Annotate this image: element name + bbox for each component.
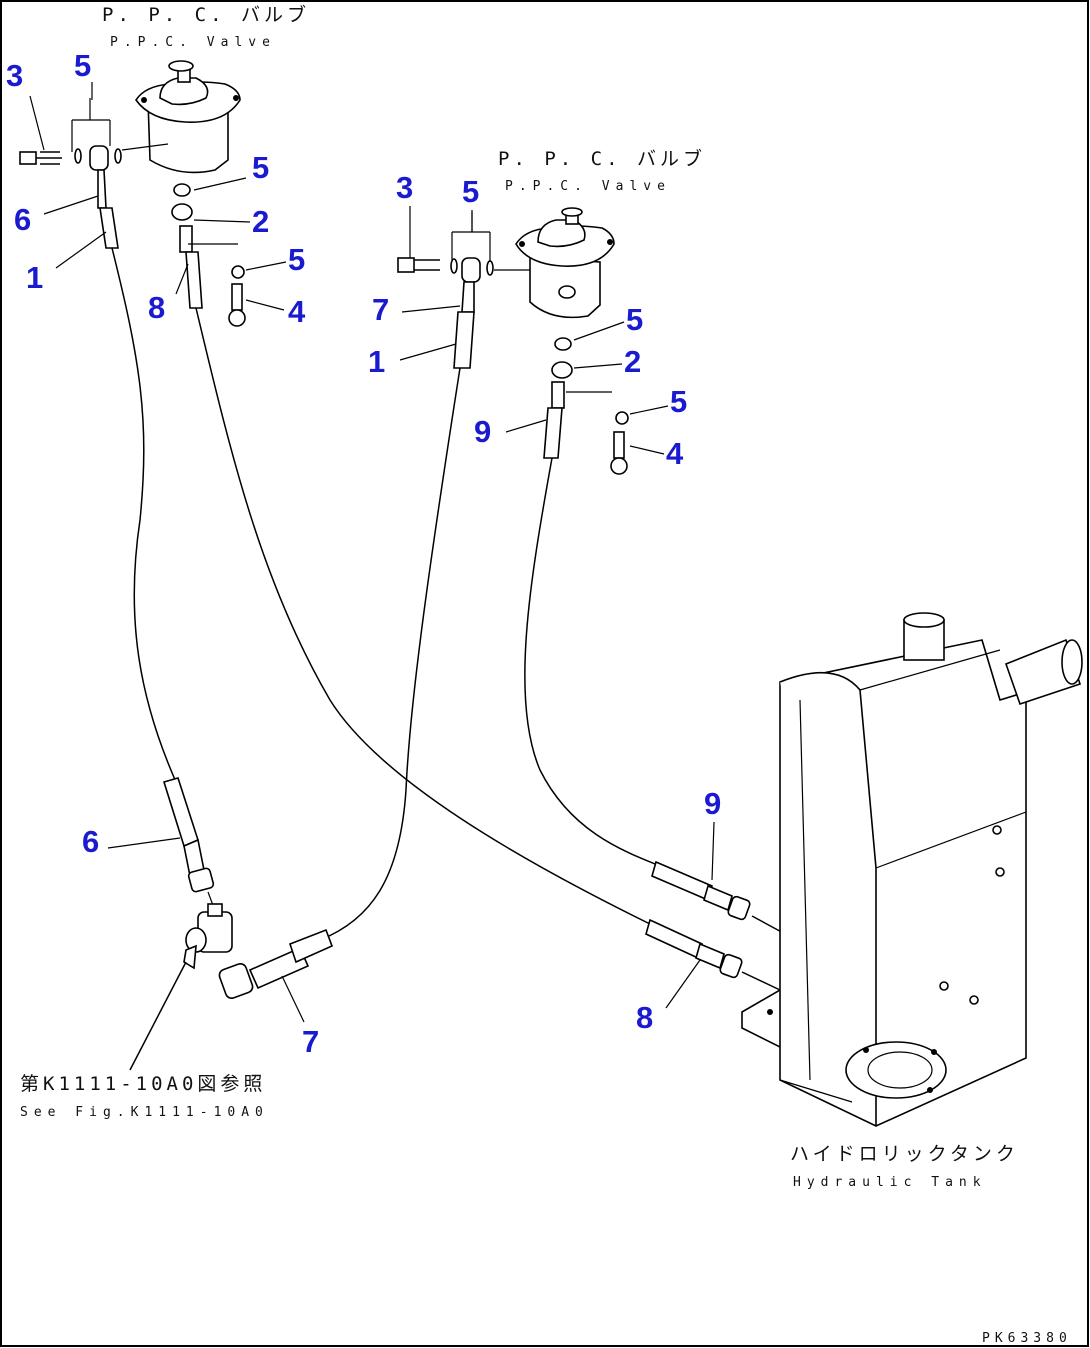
callout-7-right: 7	[372, 292, 389, 327]
ppc-valve-right	[515, 207, 615, 319]
callout-5-right-top: 5	[462, 174, 479, 209]
callout-5-right-lower: 5	[670, 384, 687, 419]
hose-6-upper-end	[97, 169, 107, 209]
callout-5-left-seal: 5	[252, 150, 269, 185]
figure-reference-en: See Fig.K1111-10A0	[20, 1105, 269, 1120]
ppc-valve-label-en-right: P.P.C. Valve	[505, 179, 671, 194]
hose-8-tank-end	[645, 918, 703, 960]
hose-route-8	[195, 307, 651, 925]
callout-3-left: 3	[6, 58, 23, 93]
hose-7-elbow	[218, 963, 254, 999]
callout-9-right: 9	[474, 414, 491, 449]
callout-3-right: 3	[396, 170, 413, 205]
hydraulic-tank-label-jp: ハイドロリックタンク	[790, 1143, 1019, 1165]
washer-left-top	[74, 148, 82, 164]
seal-left-2	[231, 265, 245, 279]
leader-lines	[29, 82, 715, 1023]
washer-left-top-2	[114, 148, 122, 164]
bolt-right-vertical	[613, 431, 625, 459]
bolt-left-vertical	[231, 283, 243, 311]
eye-joint-left	[89, 145, 109, 171]
hydraulic-tank-label-en: Hydraulic Tank	[793, 1175, 987, 1190]
seal-right-1	[554, 337, 572, 351]
tank-side-pipe	[1004, 638, 1082, 706]
eye-fitting-right	[551, 361, 573, 379]
eye-joint-right	[461, 257, 481, 283]
callout-5-left-top: 5	[74, 48, 91, 83]
callout-1-right: 1	[368, 344, 385, 379]
callout-6-left: 6	[14, 202, 31, 237]
bolt-left	[19, 151, 37, 165]
callout-5-right-seal: 5	[626, 302, 643, 337]
reference-leader	[129, 961, 187, 1071]
hose-6-lower-end	[162, 777, 199, 848]
callout-7-lower: 7	[302, 1024, 319, 1059]
callout-8-tank: 8	[636, 1000, 653, 1035]
callout-4-right: 4	[666, 436, 684, 471]
ppc-valve-label-jp-left: P. P. C. バルブ	[102, 3, 310, 26]
callout-6-lower: 6	[82, 824, 99, 859]
figure-reference-jp: 第K1111-10A0図参照	[20, 1073, 266, 1095]
callout-5-left-lower: 5	[288, 242, 305, 277]
callout-2-right: 2	[624, 344, 641, 379]
ppc-valve-left	[135, 60, 241, 174]
seal-right-2	[615, 411, 629, 425]
hydraulic-tank	[779, 612, 1083, 1127]
hose-route-1-7-right	[319, 367, 461, 941]
hose-route-1-6-left	[111, 247, 177, 783]
hose-9-tank-end	[651, 860, 713, 902]
eye-fitting-left	[171, 203, 193, 221]
callout-9-tank: 9	[704, 786, 721, 821]
hose-7-lower-end	[289, 928, 334, 964]
callout-2-left: 2	[252, 204, 269, 239]
callout-8-left: 8	[148, 290, 165, 325]
hose-route-9	[524, 457, 661, 867]
drawing-code: PK63380	[982, 1331, 1072, 1346]
seal-left-1	[173, 183, 191, 197]
callout-1-left: 1	[26, 260, 43, 295]
bolt-right	[397, 257, 415, 273]
ppc-valve-label-en-left: P.P.C. Valve	[110, 35, 276, 50]
callout-4-left: 4	[288, 294, 306, 329]
ppc-valve-label-jp-right: P. P. C. バルブ	[498, 147, 706, 170]
